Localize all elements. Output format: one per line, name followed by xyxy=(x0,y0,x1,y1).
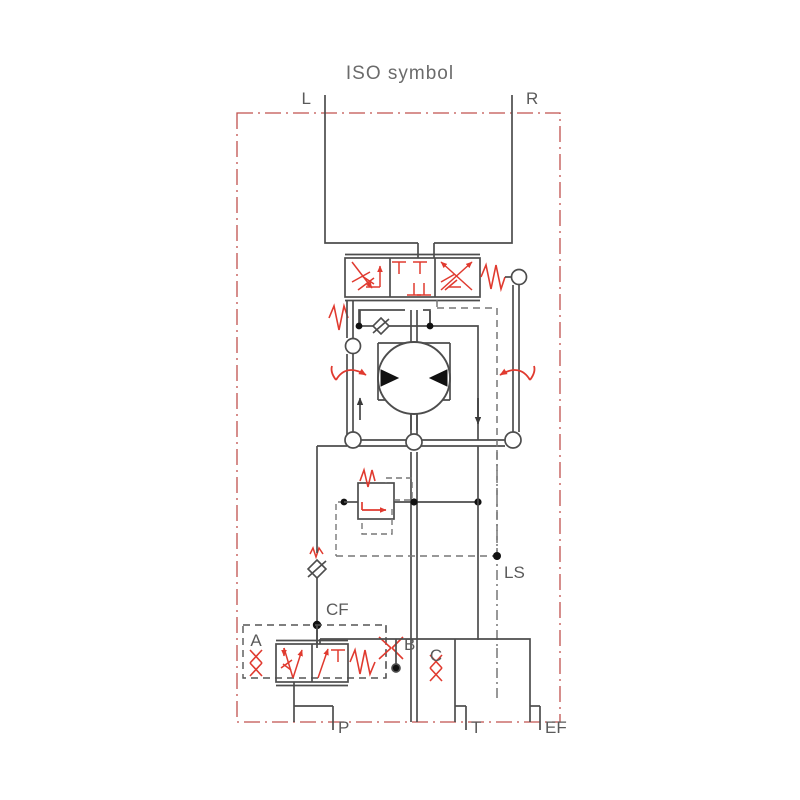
page-title: ISO symbol xyxy=(346,63,454,84)
ls-junction-dot xyxy=(493,552,501,560)
port-label-EF: EF xyxy=(545,718,567,737)
valve-spring-left xyxy=(328,302,349,331)
valve-actuator-knob-right[interactable] xyxy=(510,268,528,286)
motor-triangle-left xyxy=(380,369,400,387)
label-A: A xyxy=(250,631,262,650)
orifice-symbol-A xyxy=(249,649,263,677)
valve-cell-right-symbol xyxy=(440,261,473,291)
pilot-line-loop-right xyxy=(437,307,498,556)
junction-dot xyxy=(355,322,363,330)
rotation-arrow-left xyxy=(330,365,367,381)
port-label-R: R xyxy=(526,89,538,108)
valve-spring-right xyxy=(480,262,506,293)
steering-cylinder-lines xyxy=(324,95,513,258)
junction-dot xyxy=(426,322,434,330)
motor-triangle-right xyxy=(428,369,448,387)
label-C: C xyxy=(430,646,442,665)
priority-flow-control-valve[interactable] xyxy=(242,624,387,687)
junction-dot xyxy=(410,498,418,506)
port-label-T: T xyxy=(471,718,481,737)
priority-valve-spring xyxy=(349,647,376,677)
bidirectional-hydraulic-motor[interactable] xyxy=(377,341,451,434)
relief-spring xyxy=(359,467,376,488)
orifice-symbol-B xyxy=(378,636,404,660)
label-LS: LS xyxy=(504,563,525,582)
orifice-symbol-C xyxy=(429,654,443,682)
valve-cell-left-symbol xyxy=(351,261,383,291)
port-label-P: P xyxy=(338,718,349,737)
pressure-relief-valve[interactable] xyxy=(335,467,482,556)
valve-cell-center-symbol xyxy=(392,261,431,296)
priority-cell-left-symbol xyxy=(280,647,303,679)
directional-control-valve[interactable] xyxy=(328,253,528,355)
label-B: B xyxy=(404,635,415,654)
rotation-arrow-right xyxy=(499,365,536,381)
flow-direction-arrows xyxy=(356,397,482,425)
port-label-L: L xyxy=(302,89,311,108)
check-spring xyxy=(309,546,324,560)
unit-boundary-enclosure xyxy=(236,112,561,723)
motor-circle xyxy=(377,341,451,415)
bottom-port-ticks xyxy=(332,706,541,730)
label-CF: CF xyxy=(326,600,349,619)
motor-check-valve[interactable] xyxy=(371,316,391,336)
priority-cell-right-symbol xyxy=(317,648,345,679)
valve-actuator-knob-left[interactable] xyxy=(344,337,362,355)
pipe-junction-nodes xyxy=(344,431,522,451)
bottom-piping xyxy=(293,625,531,722)
